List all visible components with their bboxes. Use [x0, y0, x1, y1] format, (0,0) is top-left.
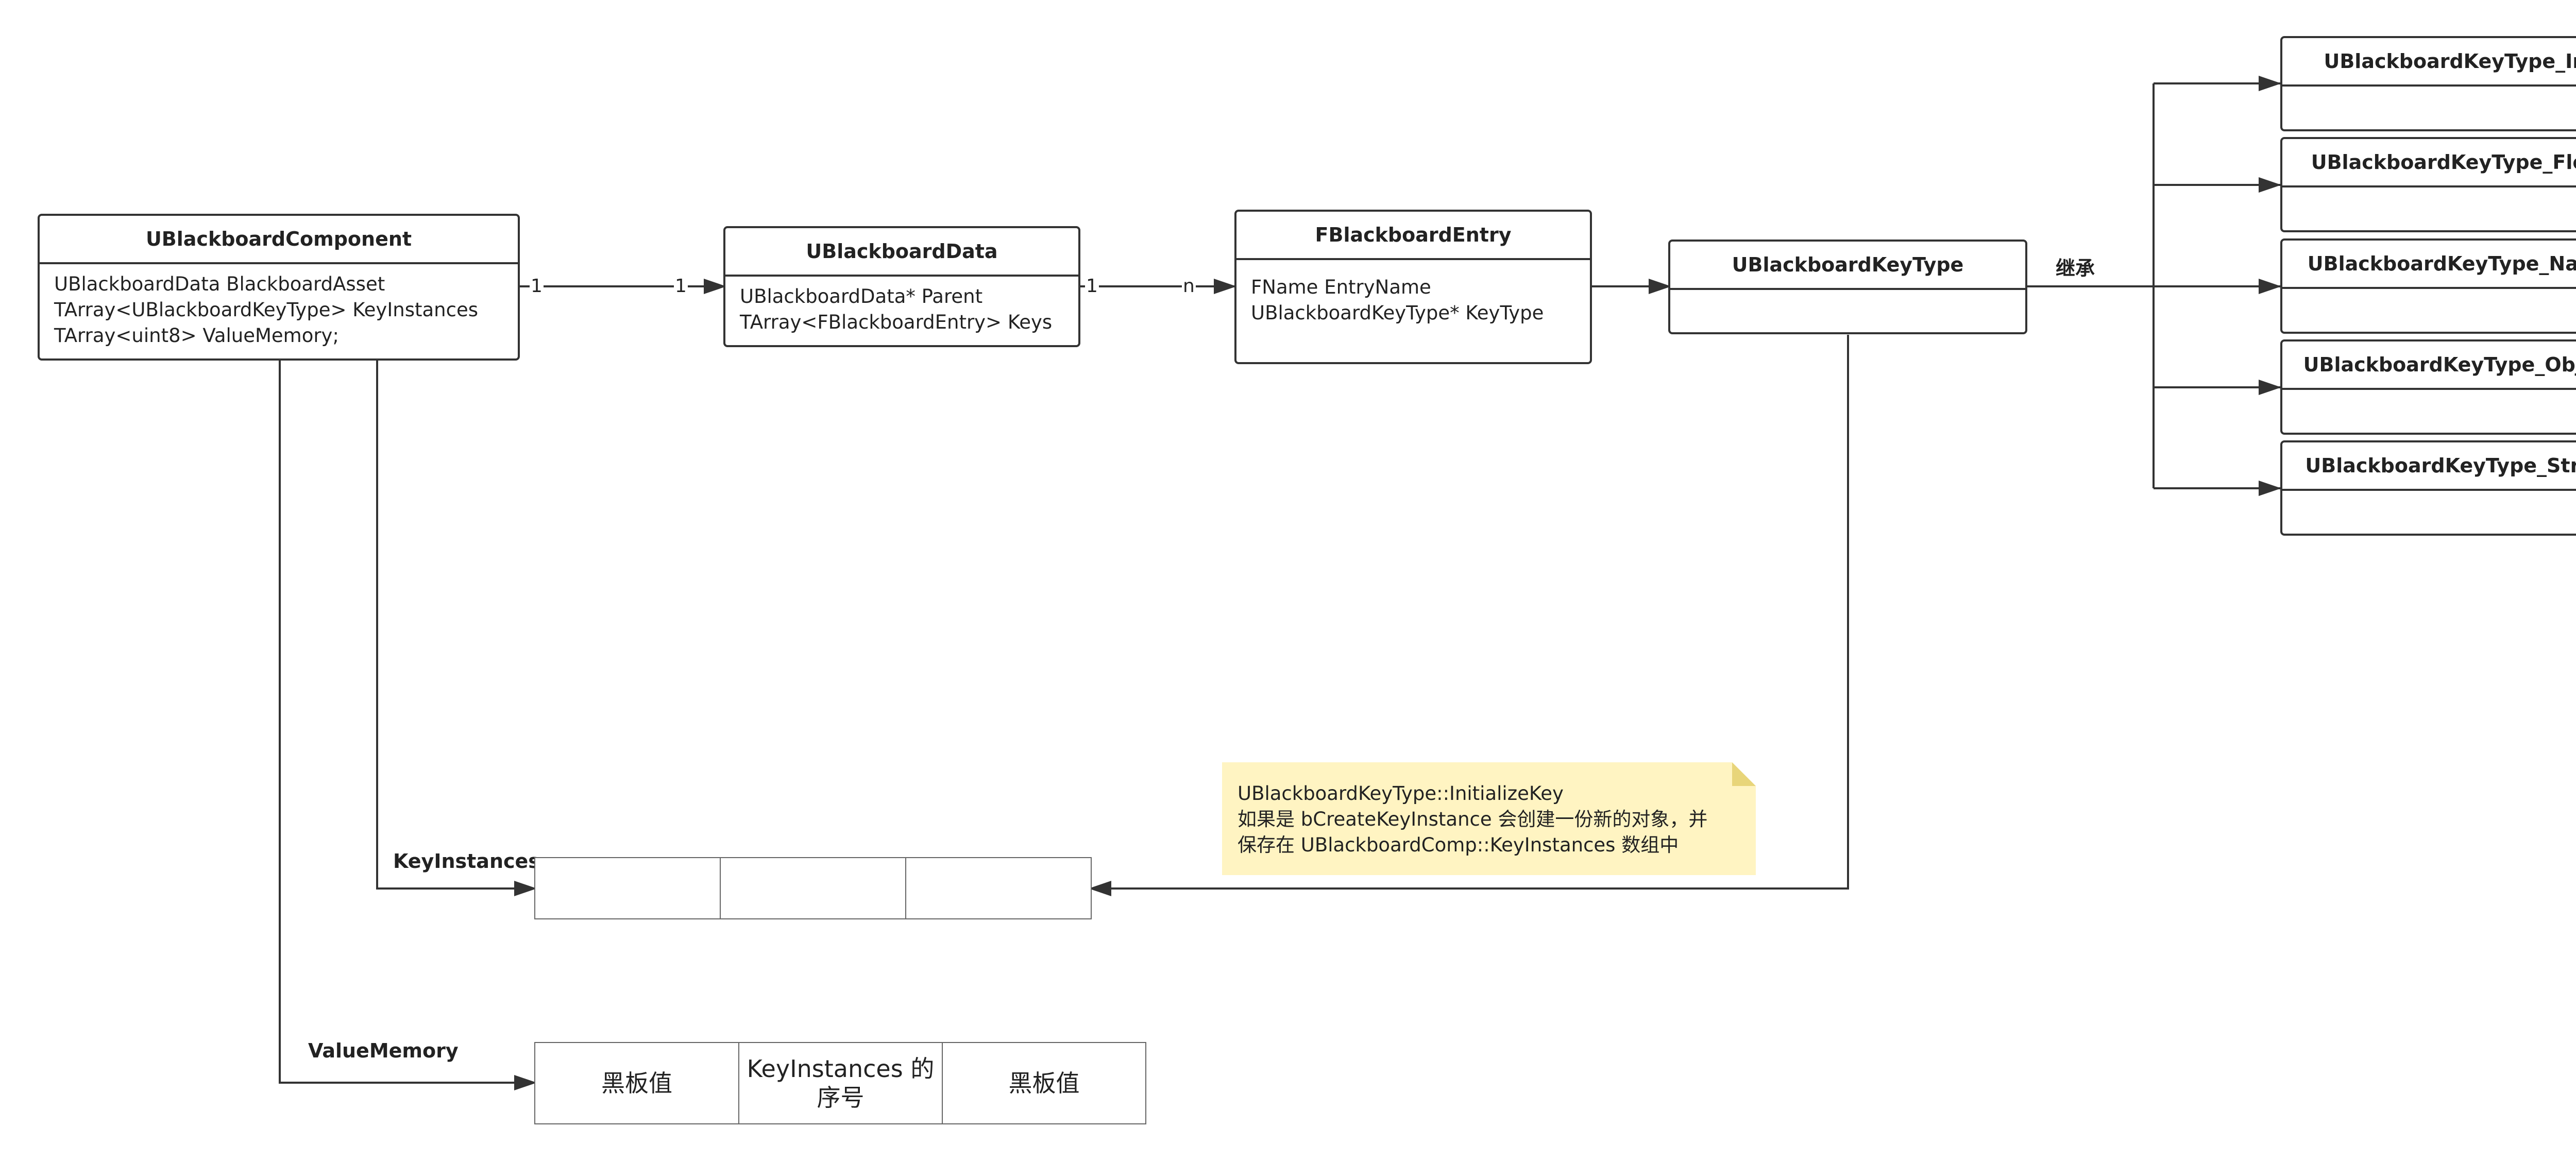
class-title: UBlackboardKeyType_Int	[2282, 38, 2576, 87]
key-instances-label: KeyInstances	[393, 850, 540, 873]
value-memory-cell[interactable]: 黑板值	[942, 1042, 1146, 1124]
edge-component-to-keyinstances	[376, 360, 537, 896]
key-instance-cell[interactable]	[720, 857, 906, 919]
class-title: UBlackboardData	[725, 228, 1078, 277]
class-blackboard-component[interactable]: UBlackboardComponent UBlackboardData Bla…	[38, 214, 520, 361]
class-title: FBlackboardEntry	[1236, 212, 1590, 260]
attribute: UBlackboardKeyType* KeyType	[1251, 302, 1544, 324]
multiplicity-component-source: 1	[530, 276, 544, 297]
class-attributes: FName EntryName UBlackboardKeyType* KeyT…	[1236, 260, 1590, 333]
class-blackboard-key-type[interactable]: UBlackboardKeyType	[1668, 240, 2027, 334]
class-key-type-int[interactable]: UBlackboardKeyType_Int	[2280, 36, 2576, 131]
class-title: UBlackboardKeyType_Name	[2282, 241, 2576, 289]
note-line: 保存在 UBlackboardComp::KeyInstances 数组中	[1238, 834, 1679, 856]
edge-keytype-to-keyinstances	[1089, 335, 1849, 896]
attribute: TArray<uint8> ValueMemory;	[54, 324, 339, 347]
attribute: FName EntryName	[1251, 276, 1431, 298]
note-initialize-key[interactable]: UBlackboardKeyType::InitializeKey 如果是 bC…	[1222, 762, 1756, 875]
attribute: TArray<FBlackboardEntry> Keys	[740, 311, 1053, 333]
class-key-type-object[interactable]: UBlackboardKeyType_Object	[2280, 339, 2576, 435]
class-title: UBlackboardKeyType	[1670, 242, 2025, 290]
class-attributes: UBlackboardData* Parent TArray<FBlackboa…	[725, 277, 1078, 343]
attribute: UBlackboardData* Parent	[740, 285, 983, 307]
note-fold	[1732, 762, 1756, 786]
attribute: TArray<UBlackboardKeyType> KeyInstances	[54, 299, 478, 321]
attribute: UBlackboardData BlackboardAsset	[54, 273, 385, 295]
key-instance-cell[interactable]	[534, 857, 721, 919]
multiplicity-entry-target: n	[1182, 276, 1196, 297]
note-line: 如果是 bCreateKeyInstance 会创建一份新的对象，并	[1238, 808, 1708, 830]
class-blackboard-data[interactable]: UBlackboardData UBlackboardData* Parent …	[723, 226, 1080, 347]
value-memory-label: ValueMemory	[308, 1039, 459, 1062]
class-title: UBlackboardComponent	[40, 216, 518, 264]
class-blackboard-entry[interactable]: FBlackboardEntry FName EntryName UBlackb…	[1234, 210, 1592, 364]
note-text: UBlackboardKeyType::InitializeKey 如果是 bC…	[1222, 762, 1756, 877]
inherit-label: 继承	[2056, 257, 2095, 280]
class-attributes: UBlackboardData BlackboardAsset TArray<U…	[40, 264, 518, 356]
class-title: UBlackboardKeyType_Float	[2282, 139, 2576, 187]
multiplicity-data-target: 1	[674, 276, 688, 297]
edge-component-to-valuememory	[279, 360, 537, 1090]
multiplicity-data-source: 1	[1085, 276, 1099, 297]
value-memory-cell[interactable]: KeyInstances 的序号	[738, 1042, 943, 1124]
class-title: UBlackboardKeyType_String	[2282, 442, 2576, 491]
class-key-type-string[interactable]: UBlackboardKeyType_String	[2280, 440, 2576, 536]
class-key-type-float[interactable]: UBlackboardKeyType_Float	[2280, 137, 2576, 232]
class-title: UBlackboardKeyType_Object	[2282, 341, 2576, 390]
note-line: UBlackboardKeyType::InitializeKey	[1238, 782, 1564, 805]
value-memory-cell[interactable]: 黑板值	[534, 1042, 739, 1124]
class-key-type-name[interactable]: UBlackboardKeyType_Name	[2280, 238, 2576, 334]
key-instance-cell[interactable]	[905, 857, 1092, 919]
